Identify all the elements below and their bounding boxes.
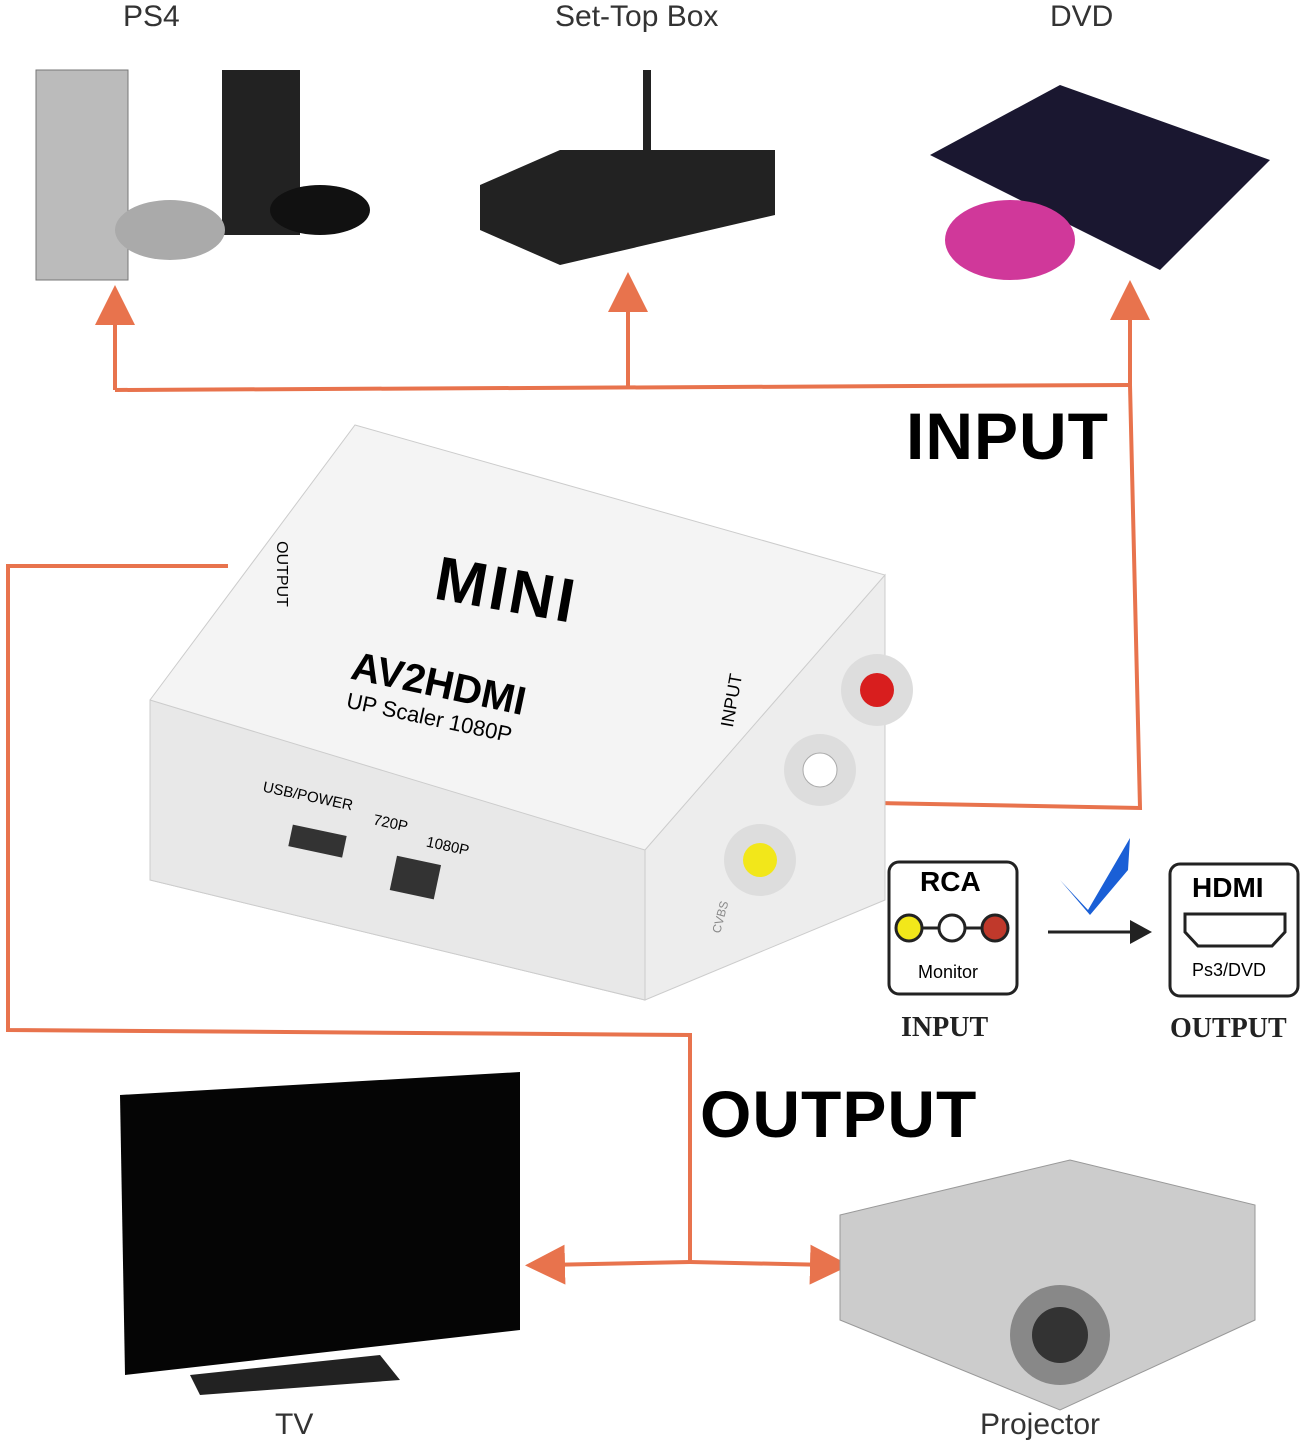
hdmi-icon — [1168, 862, 1300, 998]
converter-device-image — [149, 424, 913, 1001]
dvd-player-image — [930, 85, 1270, 280]
settop-box-image — [480, 70, 775, 265]
hdmi-title: HDMI — [1192, 872, 1264, 903]
rca-caption: INPUT — [901, 1012, 989, 1043]
device-output-port-label: OUTPUT — [272, 541, 290, 607]
source-label-ps4: PS4 — [123, 0, 180, 33]
checkmark-icon — [1060, 838, 1130, 915]
input-heading: INPUT — [906, 399, 1109, 473]
projector-image — [839, 1159, 1256, 1411]
output-connection-lines — [6, 564, 850, 1285]
arrow-right-icon — [1048, 920, 1152, 944]
hdmi-caption: OUTPUT — [1170, 1013, 1287, 1044]
source-label-settop: Set-Top Box — [555, 0, 719, 33]
input-connection-lines — [95, 272, 1150, 811]
rca-subtitle: Monitor — [918, 962, 979, 982]
tv-image — [120, 1072, 520, 1395]
rca-icon — [887, 860, 1019, 996]
output-heading: OUTPUT — [700, 1077, 978, 1151]
hdmi-subtitle: Ps3/DVD — [1192, 960, 1267, 980]
destination-label-tv: TV — [275, 1408, 314, 1441]
ps4-console-image — [35, 69, 370, 281]
rca-title: RCA — [920, 866, 981, 897]
destination-label-projector: Projector — [980, 1408, 1101, 1441]
source-label-dvd: DVD — [1050, 0, 1114, 33]
